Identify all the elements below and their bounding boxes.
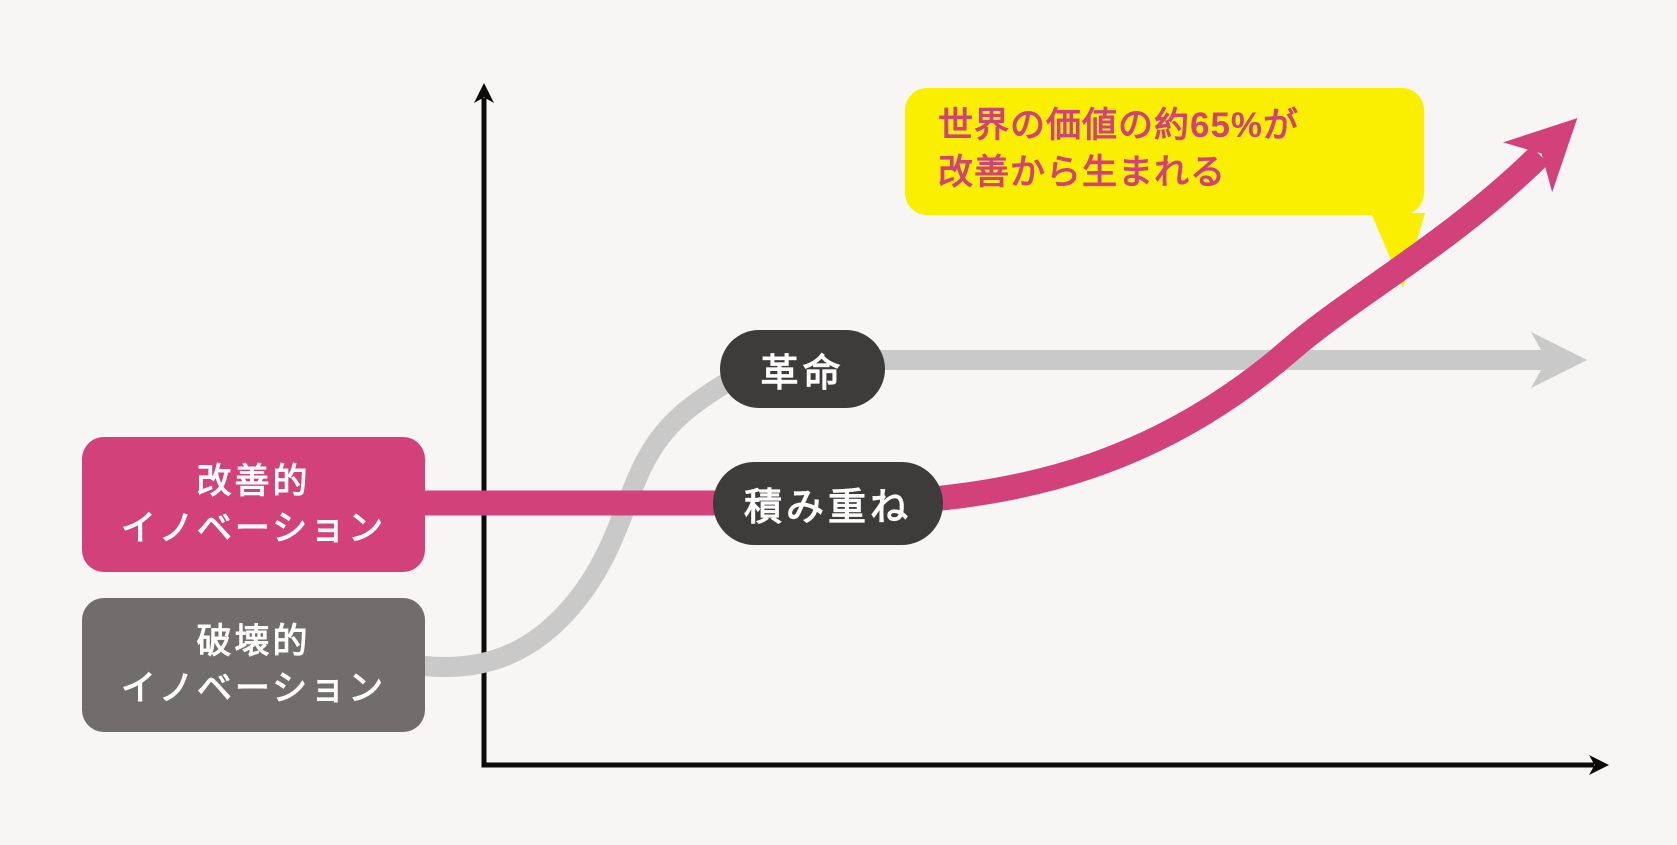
- revolution-pill-label: 革命: [760, 352, 845, 395]
- improvement-innovation-box: 改善的 イノベーション: [82, 437, 425, 572]
- improvement-innovation-label-line2: イノベーション: [120, 508, 387, 548]
- accumulation-pill: 積み重ね: [713, 462, 943, 545]
- disruptive-innovation-label-line2: イノベーション: [120, 669, 387, 708]
- disruptive-innovation-label-line1: 破壊的: [196, 622, 311, 661]
- callout-line2: 改善から生まれる: [938, 153, 1227, 192]
- callout-tail: [1371, 213, 1425, 288]
- disruptive-innovation-box: 破壊的 イノベーション: [82, 598, 425, 732]
- revolution-pill: 革命: [720, 330, 885, 408]
- callout-line1: 世界の価値の約65%が: [938, 106, 1300, 145]
- accumulation-pill-label: 積み重ね: [743, 487, 912, 529]
- callout-bubble: 世界の価値の約65%が 改善から生まれる: [905, 88, 1424, 215]
- improvement-innovation-label-line1: 改善的: [196, 461, 311, 501]
- improvement-curve: [425, 118, 1578, 516]
